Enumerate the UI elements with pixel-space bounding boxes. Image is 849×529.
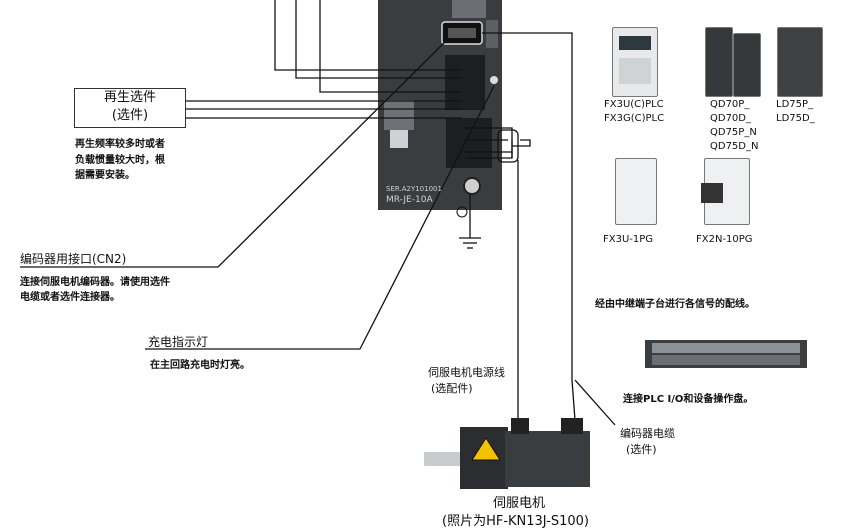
plc-label-fx2n-10pg: FX2N-10PG (696, 234, 753, 245)
motor-subtitle: (照片为HF-KN13J-S100) (442, 514, 590, 529)
charge-lamp-desc: 在主回路充电时灯亮。 (150, 360, 250, 371)
amp-serial-text: SER.A2Y101001 (386, 185, 442, 193)
plc-label-fx3u: FX3U(C)PLC (604, 99, 664, 110)
plc-label-qd75p: QD75P_N (710, 127, 757, 138)
amp-top-connector (452, 0, 486, 18)
plc-label-ld75d: LD75D_ (776, 113, 815, 124)
amp-model-text: MR-JE-10A (386, 195, 433, 205)
fx3u-plc-image (612, 27, 658, 97)
encoder-cable-subtitle: (选件) (626, 443, 657, 456)
regen-option-subtitle: (选件) (111, 108, 149, 123)
regen-option-box: 再生选件 (选件) (74, 88, 186, 128)
charge-lamp (490, 76, 498, 84)
plc-label-ld75p: LD75P_ (776, 99, 814, 110)
plc-label-qd75d: QD75D_N (710, 141, 759, 152)
power-cable-subtitle: (选配件) (431, 382, 473, 395)
encoder-port-desc-2: 电缆或者选件连接器。 (20, 292, 120, 303)
regen-desc-line-1: 再生频率较多时或者 (75, 139, 165, 150)
warning-sticker (471, 437, 501, 461)
regen-option-title: 再生选件 (103, 90, 156, 105)
terminal-block-lower (446, 118, 492, 168)
plc-label-qd70p: QD70P_ (710, 99, 750, 110)
ground-terminal (463, 177, 481, 195)
qd75-module-image (733, 33, 761, 97)
relay-terminal-desc: 连接PLC I/O和设备操作盘。 (623, 394, 754, 405)
charge-lamp-title: 充电指示灯 (148, 335, 209, 349)
terminal-block-upper (445, 55, 485, 110)
regen-desc-line-2: 负载惯量较大时，根 (75, 155, 165, 166)
plc-label-fx3g: FX3G(C)PLC (604, 113, 665, 124)
fx3u-1pg-image (615, 158, 657, 225)
motor-body (505, 431, 590, 487)
qd70-module-image (705, 27, 733, 97)
fx2n-10pg-image (701, 158, 750, 225)
plc-label-qd70d: QD70D_ (710, 113, 751, 124)
plc-label-fx3u-1pg: FX3U-1PG (603, 234, 654, 245)
relay-terminal-title: 经由中继端子台进行各信号的配线。 (595, 299, 755, 310)
regen-desc-line-3: 据需要安装。 (75, 170, 135, 181)
encoder-port-desc-1: 连接伺服电机编码器。请使用选件 (20, 277, 170, 288)
ld75-module-image (777, 27, 823, 97)
motor-title: 伺服电机 (493, 496, 546, 511)
power-cable-title: 伺服电机电源线 (428, 366, 505, 379)
encoder-cable-title: 编码器电缆 (620, 427, 675, 440)
motor-shaft (424, 452, 464, 466)
encoder-port-title: 编码器用接口(CN2) (20, 252, 127, 266)
